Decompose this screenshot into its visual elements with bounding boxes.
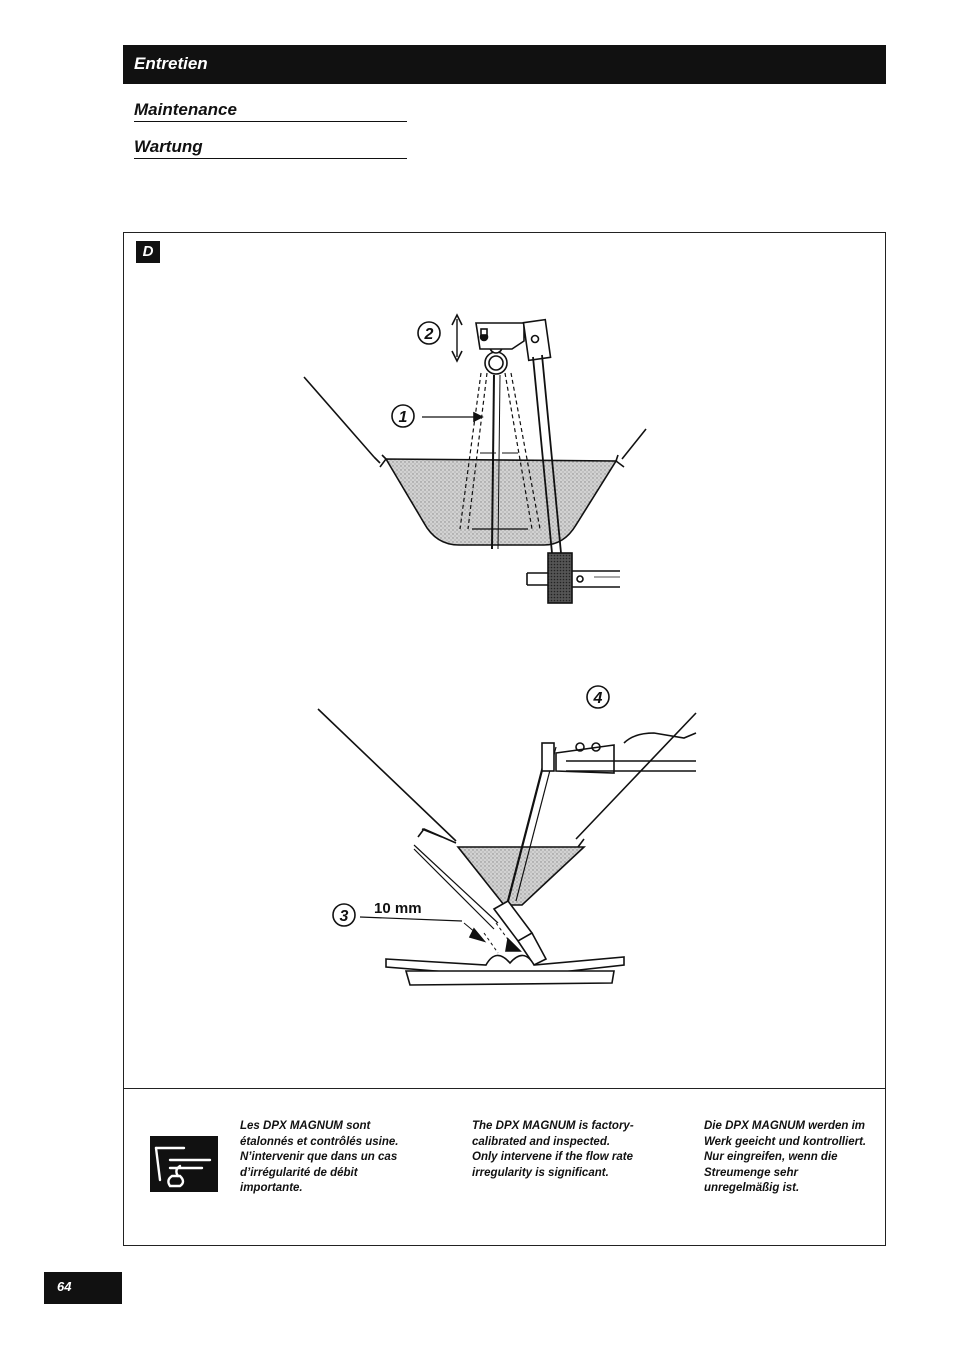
measurement-label: 10 mm xyxy=(374,900,422,917)
callout-2: 2 xyxy=(424,326,434,343)
figure-panel: D xyxy=(123,232,886,1246)
note-french-line1: Les DPX MAGNUM sont étalonnés et contrôl… xyxy=(240,1120,399,1148)
callout-markers xyxy=(332,321,610,927)
callout-1-circle xyxy=(391,404,415,428)
panel-divider xyxy=(124,1088,885,1089)
upper-hopper-diagram xyxy=(303,313,647,604)
callout-4: 4 xyxy=(593,690,603,707)
subtitle-wartung: Wartung xyxy=(134,137,407,159)
panel-label: D xyxy=(136,241,160,263)
callout-2-circle xyxy=(417,321,441,345)
note-french: Les DPX MAGNUM sont étalonnés et contrôl… xyxy=(240,1119,410,1197)
header-bar: Entretien xyxy=(123,45,886,84)
page-number: 64 xyxy=(44,1272,122,1304)
hand-pointing-icon xyxy=(150,1136,218,1192)
lower-outlet-diagram xyxy=(317,708,697,986)
note-german-line1: Die DPX MAGNUM werden im Werk geeicht un… xyxy=(704,1120,867,1148)
header-title: Entretien xyxy=(134,54,208,73)
subtitle-maintenance: Maintenance xyxy=(134,100,407,122)
note-german: Die DPX MAGNUM werden im Werk geeicht un… xyxy=(704,1119,874,1197)
note-french-line2: N’intervenir que dans un cas d’irrégular… xyxy=(240,1151,398,1194)
note-english-line2: Only intervene if the flow rate irregula… xyxy=(472,1151,634,1179)
callout-4-circle xyxy=(586,685,610,709)
note-english-line1: The DPX MAGNUM is factory-calibrated and… xyxy=(472,1120,634,1148)
note-english: The DPX MAGNUM is factory-calibrated and… xyxy=(472,1119,642,1181)
note-german-line2: Nur eingreifen, wenn die Streumenge sehr… xyxy=(704,1151,838,1194)
callout-3: 3 xyxy=(340,908,349,925)
page-number-text: 64 xyxy=(57,1279,72,1294)
callout-3-circle xyxy=(332,903,356,927)
callout-1: 1 xyxy=(399,409,408,426)
technical-diagram: 2 1 4 3 10 mm xyxy=(303,313,697,986)
